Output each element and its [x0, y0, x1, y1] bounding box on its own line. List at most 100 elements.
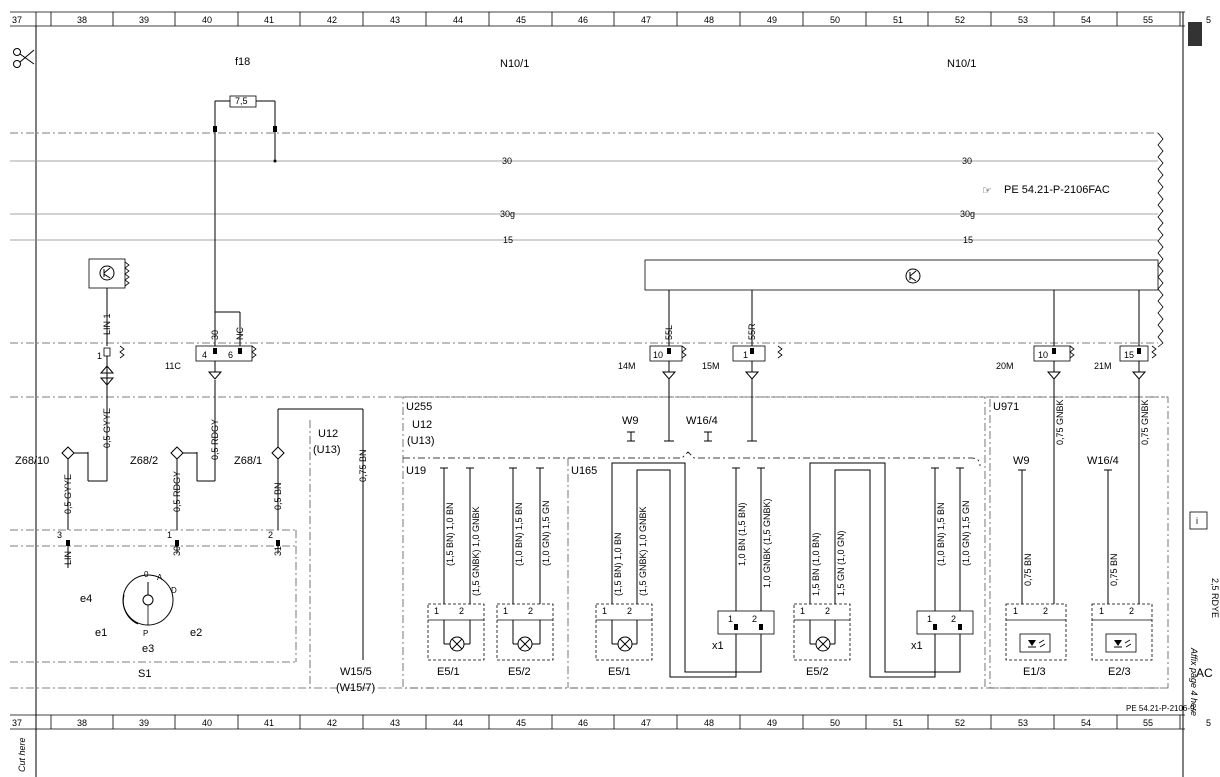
grid-top-label: 43 — [390, 15, 400, 25]
pe-ref-text: PE 54.21-P-2106FAC — [1004, 184, 1110, 196]
grid-bottom-label: 42 — [327, 718, 337, 728]
grid-top-label: 55 — [1143, 15, 1153, 25]
u255-module: U255 U12 (U13) W9 W16/4 U19 U165 (1,5 BN… — [402, 379, 986, 689]
lamp-label: E1/3 — [1023, 666, 1046, 678]
grid-bottom-label: 41 — [264, 718, 274, 728]
e3-label: e3 — [142, 643, 154, 655]
u165-label: U165 — [571, 465, 597, 477]
lin-control-box: LIN 1 — [88, 258, 130, 346]
ac-label: AC — [1196, 666, 1213, 680]
scissors-icon — [13, 48, 35, 68]
f18-label: f18 — [235, 56, 250, 68]
wire-gyye-b: 0,5 GYYE — [63, 474, 73, 514]
connector-20m: 10 20M — [996, 345, 1075, 380]
grid-bottom-label: 43 — [390, 718, 400, 728]
pin-label: 15 — [1124, 350, 1134, 360]
lamp-label: E5/1 — [608, 666, 631, 678]
grid-bottom-label: 39 — [139, 718, 149, 728]
grid-top-label: 44 — [453, 15, 463, 25]
rail-30-label: 30 — [502, 156, 512, 166]
page-corner-icon — [1188, 22, 1202, 46]
pin-label: 1 — [167, 530, 172, 540]
e2-label: e2 — [190, 627, 202, 639]
rail-30g: 30g 30g — [10, 209, 1158, 219]
rail-15-label: 15 — [503, 235, 513, 245]
connector-15m: 1 15M — [702, 345, 783, 380]
fuse-f18: 7,5 — [213, 95, 277, 133]
grid-bottom-label: 55 — [1143, 718, 1153, 728]
grid-bottom-label: 45 — [516, 718, 526, 728]
x1-label: x1 — [712, 640, 724, 652]
lamp-e1-3: 1 2 E1/3 — [1005, 603, 1067, 678]
lamp-e5-1-u165: 1 2 E5/1 — [595, 603, 653, 678]
grid-bottom-label: 51 — [893, 718, 903, 728]
pin-label: 1 — [602, 606, 607, 616]
switch-pos-d: D — [171, 586, 177, 595]
wire-bn-a: 0,5 BN — [273, 482, 283, 510]
e4-label: e4 — [80, 593, 92, 605]
pin-label: 2 — [268, 530, 273, 540]
grid-top-label: 52 — [955, 15, 965, 25]
grid-bottom-label: 44 — [453, 718, 463, 728]
pin-label: 1 — [97, 351, 102, 361]
wire-gyye-a: 0,5 GYYE — [102, 408, 112, 448]
ref-label-bottom: PE 54.21-P-2106-9 — [1126, 704, 1195, 713]
grid-bottom-label: 46 — [578, 718, 588, 728]
c20m-label: 20M — [996, 361, 1014, 371]
wire-label: (1,0 GN) 1,5 GN — [961, 500, 971, 566]
pin-label: 2 — [459, 606, 464, 616]
diode-symbol — [99, 356, 115, 386]
switch-pos-a: A — [157, 573, 163, 582]
pin-label: 4 — [202, 350, 207, 360]
w55r-label: 55R — [747, 323, 757, 340]
c21m-label: 21M — [1094, 361, 1112, 371]
wire-label: (1,5 GNBK) 1,0 GNBK — [471, 506, 481, 596]
connector-14m: 10 14M — [618, 345, 687, 380]
grid-top-label: 38 — [77, 15, 87, 25]
grid-bottom-label: 47 — [641, 718, 651, 728]
wire-rdgy-b: 0,5 RDGY — [172, 471, 182, 512]
splice-z68-1 — [271, 446, 285, 460]
lin1-label: LIN 1 — [102, 313, 112, 335]
grid-top-label: 50 — [830, 15, 840, 25]
pin-label: 2 — [627, 606, 632, 616]
wire-label: (1,0 BN) 1,5 BN — [514, 502, 524, 566]
pin-label: 3 — [57, 530, 62, 540]
grid-bottom-label: 50 — [830, 718, 840, 728]
connector-21m: 15 21M — [1094, 345, 1157, 380]
connector-x1-b: 1 2 x1 — [911, 610, 974, 652]
pin-label: 10 — [653, 350, 663, 360]
grid-top-label: 45 — [516, 15, 526, 25]
s1-label: S1 — [138, 668, 151, 680]
wire-label: 0,75 GNBK — [1140, 399, 1150, 445]
pin-label: 10 — [1038, 350, 1048, 360]
grid-top-label: 40 — [202, 15, 212, 25]
lamp-e5-1-u19: 1 2 E5/1 — [427, 603, 485, 678]
wire-bn-b: 0,75 BN — [358, 449, 368, 482]
c15m-label: 15M — [702, 361, 720, 371]
u13-label: (U13) — [313, 444, 341, 456]
wire-label: 0,75 GNBK — [1055, 399, 1065, 445]
rail-30g-label: 30g — [960, 209, 975, 219]
n10-right-label: N10/1 — [947, 58, 976, 70]
lamp-label: E5/2 — [508, 666, 531, 678]
wire-label: 0,75 BN — [1023, 553, 1033, 586]
affix-page-label: Affix page 4 here — [1189, 647, 1199, 716]
grid-bottom-label: 37 — [12, 718, 22, 728]
w15-7-label: (W15/7) — [336, 682, 375, 694]
lamp-label: E5/1 — [437, 666, 460, 678]
fuse-value: 7,5 — [235, 96, 248, 106]
term-30-label: 30 — [210, 330, 220, 340]
pe-reference: ☞ PE 54.21-P-2106FAC — [982, 184, 1110, 197]
u971-title: U971 — [993, 401, 1019, 413]
u255-title: U255 — [406, 401, 432, 413]
pin-label: 1 — [800, 606, 805, 616]
rotary-switch-icon: 0 A D P — [122, 570, 177, 638]
hand-pointer-icon: ☞ — [982, 185, 992, 197]
grid-bottom-label: 53 — [1018, 718, 1028, 728]
wire-label: 1,0 BN (1,5 BN) — [737, 502, 747, 566]
w55l-label: 55L — [664, 325, 674, 340]
grid-top-label: 46 — [578, 15, 588, 25]
wire-label: (1,5 BN) 1,0 BN — [613, 532, 623, 596]
grid-bottom-label: 52 — [955, 718, 965, 728]
